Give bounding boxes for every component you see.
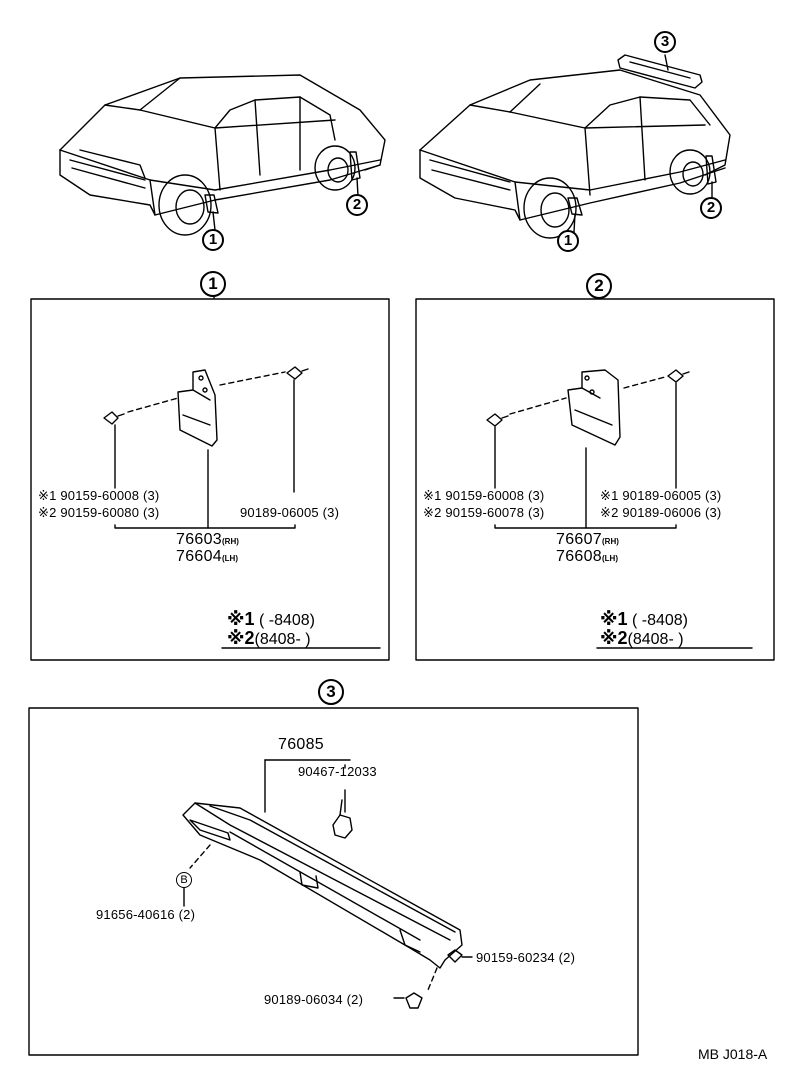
panel1-left-part-1: ※1 90159-60008 (3) bbox=[38, 488, 160, 503]
panel3-part-spoiler: 76085 bbox=[278, 736, 324, 753]
callout-1-liftback: 1 bbox=[557, 230, 579, 252]
panel-1-frame bbox=[30, 298, 390, 661]
callout-2-liftback: 2 bbox=[700, 197, 722, 219]
panel-1-heading: 1 bbox=[200, 271, 226, 297]
panel1-screws bbox=[103, 366, 381, 649]
panel1-part-lh: 76604(LH) bbox=[176, 548, 238, 565]
panel3-part-b: 91656-40616 (2) bbox=[96, 907, 196, 922]
callout-3-liftback: 3 bbox=[654, 31, 676, 53]
panel2-right-part-2: ※2 90189-06006 (3) bbox=[600, 505, 722, 520]
panel2-part-rh: 76607(RH) bbox=[556, 531, 619, 548]
panel2-left-part-1: ※1 90159-60008 (3) bbox=[423, 488, 545, 503]
callout-2-sedan: 2 bbox=[346, 194, 368, 216]
panel2-screws bbox=[486, 369, 753, 649]
panel2-left-part-2: ※2 90159-60078 (3) bbox=[423, 505, 545, 520]
sedan-car-illustration bbox=[59, 74, 386, 236]
panel3-clips bbox=[183, 759, 473, 1009]
panel2-note-2: ※2(8408- ) bbox=[600, 628, 684, 648]
panel2-part-lh: 76608(LH) bbox=[556, 548, 618, 565]
panel3-part-clip: 90467-12033 bbox=[298, 764, 377, 779]
panel1-part-rh: 76603(RH) bbox=[176, 531, 239, 548]
panel-3-frame bbox=[28, 707, 639, 1056]
panel1-note-2: ※2(8408- ) bbox=[227, 628, 311, 648]
panel-2-heading: 2 bbox=[586, 273, 612, 299]
panel2-note-1: ※1 ( -8408) bbox=[600, 609, 688, 629]
panel1-right-part: 90189-06005 (3) bbox=[240, 505, 340, 520]
rear-spoiler-drawing bbox=[182, 802, 463, 969]
panel-3-heading: 3 bbox=[318, 679, 344, 705]
diagram-code: MB J018-A bbox=[698, 1046, 768, 1062]
panel-2-frame bbox=[415, 298, 775, 661]
panel3-part-right: 90159-60234 (2) bbox=[476, 950, 576, 965]
panel1-note-1: ※1 ( -8408) bbox=[227, 609, 315, 629]
panel3-b-marker: B bbox=[176, 872, 192, 888]
panel3-part-bottom: 90189-06034 (2) bbox=[264, 992, 364, 1007]
mudguard-rh-front-drawing bbox=[177, 369, 218, 447]
mudguard-rh-rear-drawing bbox=[567, 369, 621, 446]
callout-1-sedan: 1 bbox=[202, 229, 224, 251]
liftback-car-illustration bbox=[419, 54, 731, 239]
panel1-left-part-2: ※2 90159-60080 (3) bbox=[38, 505, 160, 520]
panel2-right-part-1: ※1 90189-06005 (3) bbox=[600, 488, 722, 503]
